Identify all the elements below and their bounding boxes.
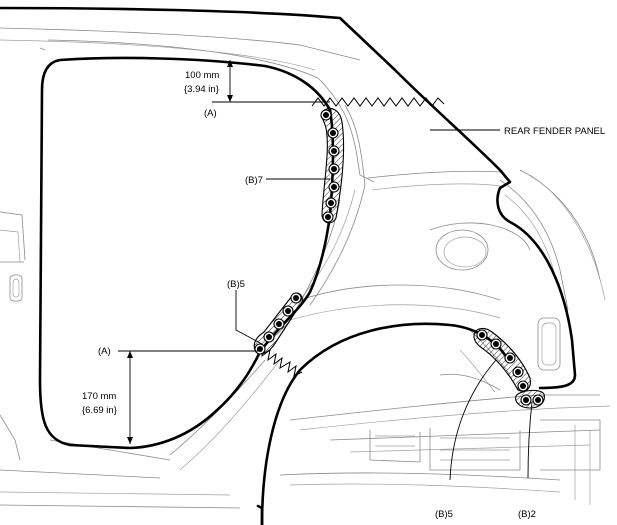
spot-welds-rear [476, 329, 529, 392]
weld-point [476, 329, 488, 341]
bottom-dimension-mm: 170 mm [82, 391, 116, 402]
body-structure-lines [0, 27, 611, 509]
weld-point [504, 352, 516, 364]
weld-point [328, 163, 340, 175]
weld-point [328, 181, 340, 193]
weld-point [254, 343, 266, 355]
panel-name-label: REAR FENDER PANEL [504, 126, 605, 137]
weld-strips [253, 107, 545, 409]
dim-arrow-down-bottom [127, 437, 133, 444]
door-opening-outline [38, 56, 335, 450]
labels: 100 mm {3.94 in} (A) REAR FENDER PANEL (… [82, 70, 605, 520]
panel-outlines [0, 6, 577, 525]
dimension-lines [118, 60, 330, 444]
weld-point [327, 127, 339, 139]
weld-group-upper-label: (B)7 [245, 175, 263, 186]
weld-point [322, 211, 334, 223]
weld-point [520, 394, 532, 406]
arch-step-left [256, 504, 264, 525]
roof-outline [0, 6, 577, 390]
cut-line-bottom-label: (A) [98, 346, 111, 357]
weld-point [328, 145, 340, 157]
cut-line-top [311, 97, 445, 107]
weld-point [532, 394, 544, 406]
dim-arrow-up-bottom [127, 351, 133, 358]
wheel-arch-outline [260, 322, 510, 525]
bottom-dimension-in: {6.69 in} [82, 405, 117, 416]
top-dimension-in: {3.94 in} [184, 84, 219, 95]
leader-lines [235, 129, 533, 481]
weld-point [517, 380, 529, 392]
cut-line-top-label: (A) [204, 108, 217, 119]
dim-arrow-up-top [227, 60, 233, 67]
spot-welds-tail [520, 394, 544, 406]
weld-point [512, 366, 524, 378]
weld-point [263, 331, 275, 343]
weld-point [490, 338, 502, 350]
spot-welds-upper [320, 109, 340, 223]
top-dimension-mm: 100 mm [185, 70, 219, 81]
weld-point [325, 197, 337, 209]
weld-point [273, 318, 285, 330]
weld-point [290, 292, 302, 304]
weld-point [320, 109, 332, 121]
dim-arrow-down-top [227, 95, 233, 102]
weld-point [282, 305, 294, 317]
weld-group-rear-label: (B)5 [435, 509, 453, 520]
cut-line-bottom [257, 344, 303, 377]
weld-group-tail-label: (B)2 [518, 509, 536, 520]
weld-group-mid-label: (B)5 [227, 279, 245, 290]
spot-welds-mid [254, 292, 302, 355]
